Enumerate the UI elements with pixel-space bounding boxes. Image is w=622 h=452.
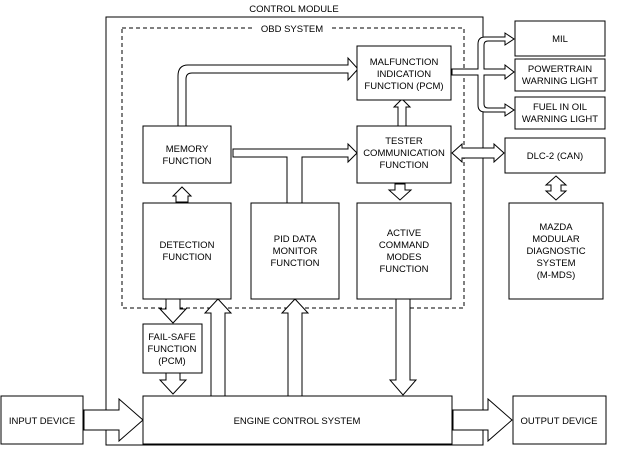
active-command-modes-box (356, 202, 452, 300)
dlc2-can-box (504, 137, 606, 174)
pid-data-monitor-box (250, 202, 340, 300)
mds-line-2: MODULAR (532, 234, 580, 245)
tester-line-2: COMMUNICATION (363, 148, 445, 159)
failsafe-function-box (142, 323, 203, 374)
output-device-box (512, 395, 607, 445)
detection-to-failsafe-arrow (158, 298, 188, 324)
fuel-in-oil-warning-box (514, 96, 606, 130)
active-line-1: ACTIVE (387, 228, 421, 239)
mil-box (514, 20, 606, 57)
mds-line-5: (M-MDS) (537, 270, 576, 281)
input-device-label: INPUT DEVICE (9, 416, 75, 427)
active-to-engine-arrow (388, 298, 418, 396)
tester-to-malfunction-arrow (392, 98, 412, 127)
input-to-engine-arrow (83, 397, 144, 443)
malfunction-line-1: MALFUNCTION (370, 57, 439, 68)
pid-line-1: PID DATA (274, 234, 317, 245)
active-line-2: COMMAND (379, 240, 429, 251)
malfunction-indication-box (356, 45, 452, 101)
failsafe-line-1: FAIL-SAFE (148, 332, 196, 343)
pid-line-3: FUNCTION (270, 258, 319, 269)
failsafe-line-2: FUNCTION (147, 344, 196, 355)
malfunction-line-2: INDICATION (377, 69, 431, 80)
obd-system-label: OBD SYSTEM (261, 24, 323, 35)
memory-to-malfunction-arrow (177, 56, 359, 127)
tester-line-1: TESTER (385, 136, 423, 147)
detection-function-box (142, 202, 232, 300)
obd-system-label-backdrop (253, 22, 331, 34)
tester-dlc-arrow (451, 142, 505, 164)
active-line-4: FUNCTION (379, 264, 428, 275)
tester-communication-box (356, 125, 452, 184)
failsafe-line-3: (PCM) (158, 356, 185, 367)
active-line-3: MODES (387, 252, 422, 263)
mds-line-3: DIAGNOSTIC (526, 246, 585, 257)
tester-line-3: FUNCTION (379, 160, 428, 171)
malfunction-to-lamps-arrow (451, 32, 515, 117)
mazda-mds-box (508, 202, 604, 300)
engine-to-pid-arrow (280, 298, 310, 397)
detection-to-memory-arrow (171, 186, 193, 203)
output-device-label: OUTPUT DEVICE (521, 416, 598, 427)
powertrain-line-2: WARNING LIGHT (522, 76, 598, 87)
mds-line-1: MAZDA (539, 222, 573, 233)
powertrain-line-1: POWERTRAIN (528, 64, 592, 75)
dlc2-label: DLC-2 (CAN) (527, 151, 583, 162)
control-module-label: CONTROL MODULE (249, 4, 338, 15)
engine-to-output-arrow (452, 397, 513, 443)
powertrain-warning-box (514, 58, 606, 92)
fuel-line-2: WARNING LIGHT (522, 114, 598, 125)
engine-control-system-box (142, 395, 453, 445)
memory-line-1: MEMORY (166, 144, 209, 155)
mil-label: MIL (552, 34, 568, 45)
detection-line-2: FUNCTION (162, 252, 211, 263)
detection-line-1: DETECTION (160, 240, 215, 251)
memory-line-2: FUNCTION (162, 156, 211, 167)
engine-control-system-label: ENGINE CONTROL SYSTEM (234, 416, 361, 427)
malfunction-line-3: FUNCTION (PCM) (364, 81, 443, 92)
failsafe-to-engine-arrow (158, 372, 188, 395)
pid-to-tester-arrow (232, 142, 358, 204)
mds-line-4: SYSTEM (536, 258, 575, 269)
dlc-mds-arrow (544, 175, 568, 201)
tester-to-active-arrow (387, 183, 413, 201)
engine-to-detection-arrow (203, 298, 233, 397)
input-device-box (0, 395, 84, 445)
pid-line-2: MONITOR (273, 246, 318, 257)
fuel-line-1: FUEL IN OIL (533, 102, 587, 113)
memory-function-box (142, 125, 232, 184)
